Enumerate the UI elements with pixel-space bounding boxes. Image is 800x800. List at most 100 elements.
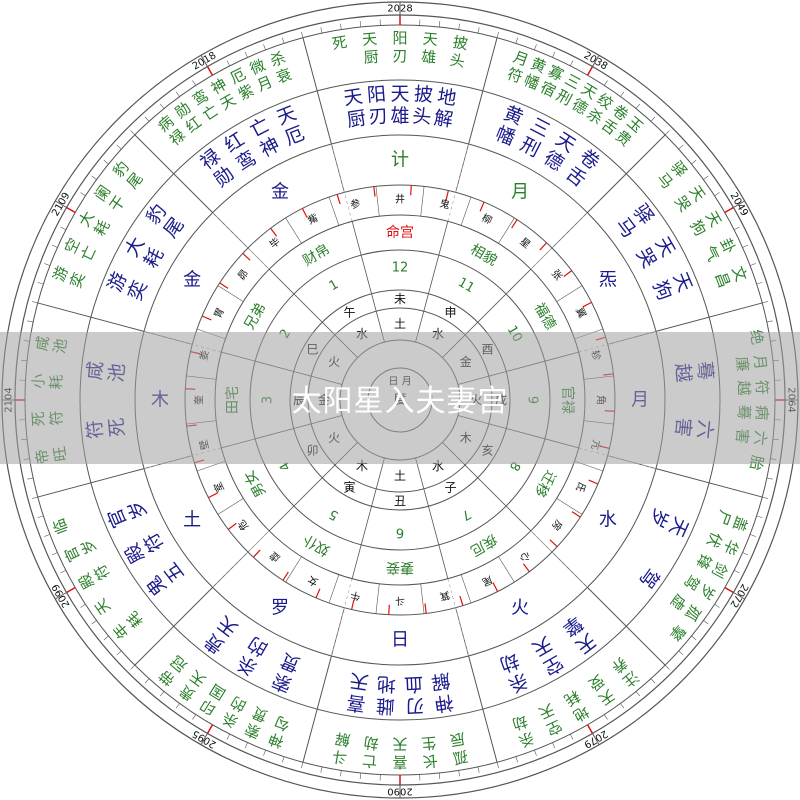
outer-star-green: 空 <box>544 716 565 739</box>
year-label: 2028 <box>387 4 412 15</box>
palace-ring-divider <box>268 505 295 532</box>
lodge-divider <box>556 498 583 515</box>
outer-star-green: 天 <box>91 595 114 618</box>
scale-tick <box>31 301 38 304</box>
scale-tick <box>340 770 342 777</box>
branch-label: 寅 <box>343 479 355 494</box>
year-tick <box>200 55 208 67</box>
outer-star-green: 雄 <box>421 48 437 67</box>
lodge-label: 女 <box>305 573 320 589</box>
scale-tick <box>244 742 248 749</box>
scale-tick <box>766 320 773 323</box>
lodge-label: 斗 <box>395 595 405 607</box>
outer-star-green: 厄 <box>227 65 248 88</box>
lodge-tick <box>549 539 558 548</box>
palace-divider <box>37 302 145 332</box>
outer-star-blue: 刃 <box>405 694 425 717</box>
scale-tick <box>733 226 740 231</box>
scale-tick <box>766 477 773 480</box>
scale-tick <box>678 650 684 656</box>
year-tick <box>592 55 600 67</box>
outer-star-green: 厨 <box>363 48 379 67</box>
scale-tick <box>44 263 51 266</box>
outer-star-green: 微 <box>247 56 268 78</box>
outer-star-green: 官 <box>61 544 84 565</box>
lodge-divider <box>217 498 244 515</box>
element-label: 土 <box>394 317 406 331</box>
scale-tick <box>37 281 44 285</box>
scale-tick <box>281 37 285 44</box>
scale-tick <box>650 678 656 684</box>
outer-star-blue: 刃 <box>368 105 389 128</box>
lodge-divider <box>460 574 472 604</box>
outer-star-green: 黄 <box>528 54 549 76</box>
lodge-tick <box>227 522 237 530</box>
outer-star-green: 解 <box>334 729 352 749</box>
outer-star-green: 神 <box>266 729 286 751</box>
lodge-tick <box>479 201 485 212</box>
outer-star-green: 披 <box>451 33 469 53</box>
scale-tick <box>496 762 499 769</box>
palace-divider <box>302 37 332 145</box>
star-ring-glyph: 罗 <box>271 597 289 618</box>
guide-line <box>530 212 588 270</box>
scale-tick <box>51 552 58 556</box>
guide-line <box>331 143 353 222</box>
lodge-label: 心 <box>517 549 532 565</box>
scale-tick <box>192 714 197 720</box>
palace-ring-divider <box>438 221 449 256</box>
palace-name: 男女 <box>241 467 270 500</box>
palace-name: 福德 <box>531 300 559 332</box>
lodge-divider <box>498 556 515 583</box>
lodge-tick <box>301 208 308 218</box>
scale-tick <box>103 159 109 165</box>
scale-tick <box>552 51 556 58</box>
palace-name: 奴仆 <box>300 531 333 560</box>
star-ring-glyph: 金 <box>271 182 289 203</box>
scale-tick <box>620 703 625 709</box>
scale-tick <box>749 534 756 537</box>
outer-star-blue: 地 <box>376 672 396 695</box>
outer-star-green: 气 <box>700 243 723 264</box>
lodge-label: 氐 <box>573 480 588 494</box>
palace-divider <box>302 655 332 763</box>
star-ring-glyph: 计 <box>391 150 409 171</box>
scale-tick <box>144 116 150 122</box>
star-ring-glyph: 月 <box>511 182 529 203</box>
lodge-label: 张 <box>549 267 565 282</box>
outer-star-green: 天 <box>392 735 407 753</box>
palace-divider <box>134 134 213 213</box>
scale-tick <box>66 586 76 594</box>
outer-star-green: 尸 <box>712 508 734 528</box>
palace-ring-divider <box>505 505 532 532</box>
outer-star-blue: 厨 <box>345 107 367 132</box>
scale-tick <box>724 206 734 214</box>
guide-line <box>530 530 588 588</box>
guide-line <box>212 530 270 588</box>
outer-star-green: 孤 <box>451 747 469 767</box>
palace-ring-divider <box>351 221 362 256</box>
outer-star-green: 月 <box>254 72 275 94</box>
element-label: 土 <box>394 469 406 483</box>
outer-star-green: 卦 <box>716 235 739 256</box>
year-tick <box>733 592 745 600</box>
outer-star-green: 盖 <box>729 514 751 534</box>
scale-tick <box>27 477 34 480</box>
lodge-divider <box>420 186 425 217</box>
scale-tick <box>359 21 362 28</box>
number-divider <box>428 255 440 294</box>
scale-tick <box>359 772 362 779</box>
lodge-tick <box>459 595 464 606</box>
lodge-tick <box>315 588 321 599</box>
scale-tick <box>703 175 709 180</box>
outer-star-blue: 雌 <box>375 694 395 717</box>
scale-tick <box>37 515 44 519</box>
palace-number: 1 <box>327 277 342 294</box>
outer-star-blue: 血 <box>404 672 424 695</box>
scale-tick <box>691 159 697 165</box>
guide-line <box>447 578 469 657</box>
outer-star-green: 长 <box>422 751 438 770</box>
scale-tick <box>301 762 304 769</box>
scale-tick <box>130 130 136 136</box>
scale-tick <box>762 301 769 304</box>
